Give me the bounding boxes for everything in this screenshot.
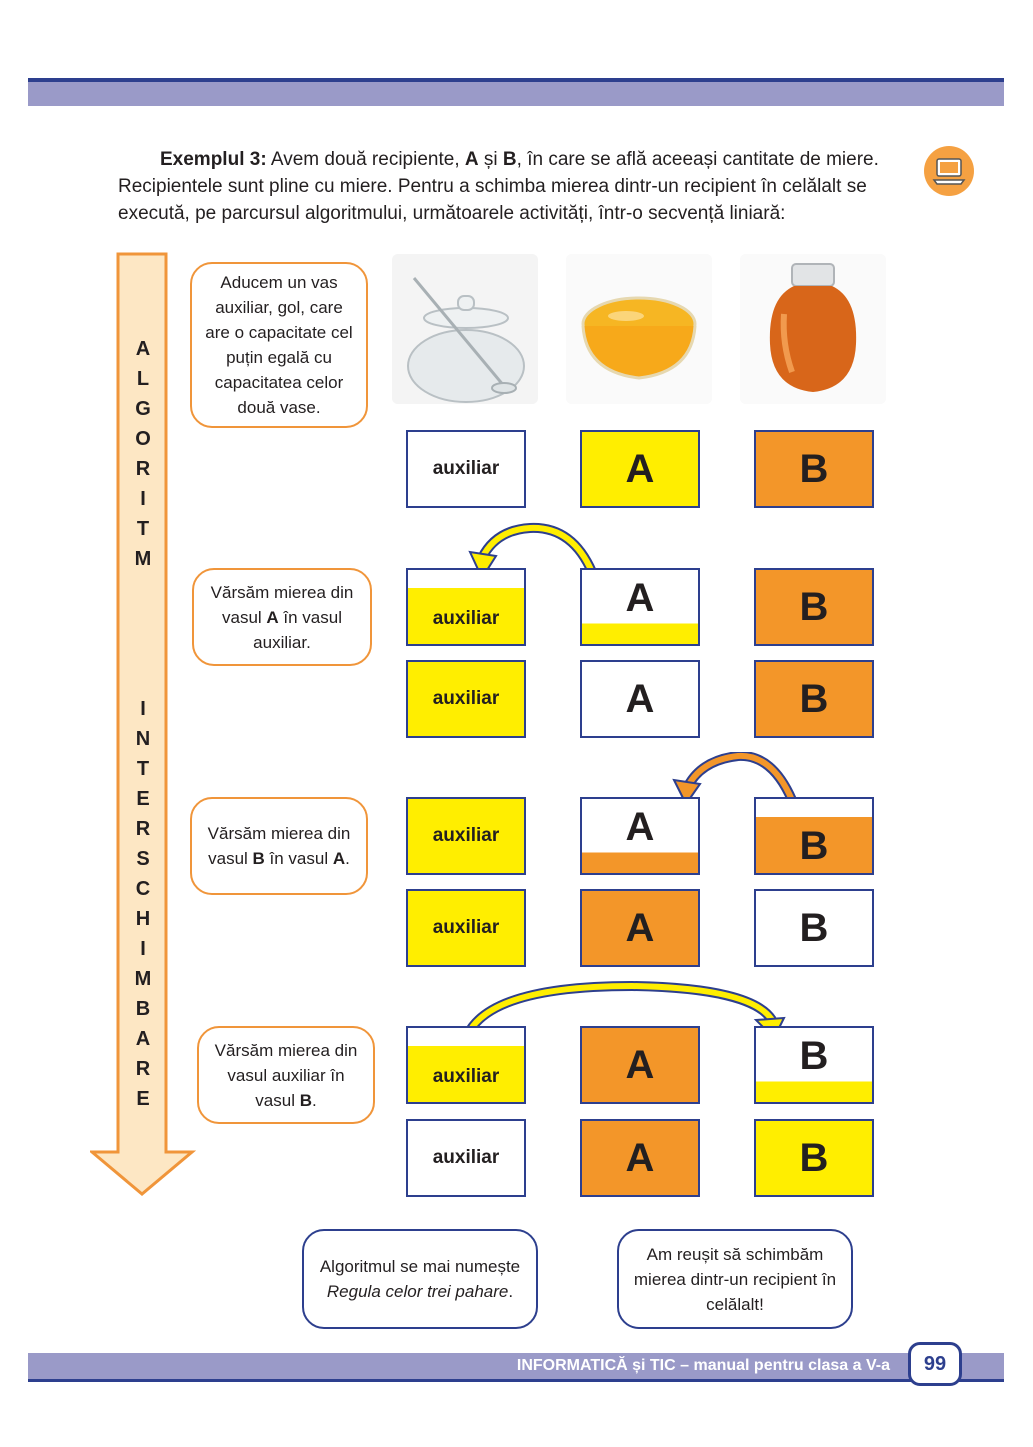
arrow-word-algoritm: A L G O R I T M [134, 338, 152, 570]
header-band [28, 78, 1004, 106]
rule-note: Algoritmul se mai numește Regula celor t… [302, 1229, 538, 1329]
pour-arrow-b-to-a [672, 752, 797, 806]
computer-icon [924, 146, 974, 196]
aux-vessel-5: auxiliar [406, 1026, 526, 1104]
example-label: Exemplul 3: [160, 149, 267, 170]
footer-band [28, 1353, 1004, 1382]
arrow-label: A L G O R I T M [118, 334, 168, 574]
vessel-a-3: A [580, 797, 700, 875]
arrow-word-interschimbare: I N T E R S C H I M B A R E [134, 698, 152, 1110]
aux-vessel-2: auxiliar [406, 660, 526, 738]
intro-paragraph: Exemplul 3: Avem două recipiente, A și B… [118, 149, 879, 224]
step-4-note: Vărsăm mierea din vasul auxiliar în vasu… [197, 1026, 375, 1124]
honey-jar-photo [740, 254, 886, 404]
vessel-b-3: B [754, 797, 874, 875]
algorithm-arrow [90, 252, 196, 1196]
footer-title: INFORMATICĂ și TIC – manual pentru clasa… [516, 1357, 890, 1374]
vessel-b-2: B [754, 660, 874, 738]
step-3-note: Vărsăm mierea din vasul B în vasul A. [190, 797, 368, 895]
empty-jar-photo [392, 254, 538, 404]
aux-vessel-1: auxiliar [406, 568, 526, 646]
pour-arrow-a-to-aux [468, 522, 597, 581]
step-2-note: Vărsăm mierea din vasul A în vasul auxil… [192, 568, 372, 666]
vessel-a-2: A [580, 660, 700, 738]
vessel-a-0: A [580, 430, 700, 508]
aux-vessel-6: auxiliar [406, 1119, 526, 1197]
vessel-b-1: B [754, 568, 874, 646]
aux-vessel-4: auxiliar [406, 889, 526, 967]
vessel-a-5: A [580, 1026, 700, 1104]
vessel-b-5: B [754, 1026, 874, 1104]
page-number: 99 [908, 1342, 962, 1386]
step-1-note: Aducem un vas auxiliar, gol, care are o … [190, 262, 368, 428]
honey-bowl-photo [566, 254, 712, 404]
vessel-a-4: A [580, 889, 700, 967]
aux-vessel-0: auxiliar [406, 430, 526, 508]
vessel-a-1: A [580, 568, 700, 646]
aux-vessel-3: auxiliar [406, 797, 526, 875]
arrow-label-2: I N T E R S C H I M B A R E [118, 694, 168, 1114]
vessel-a-6: A [580, 1119, 700, 1197]
vessel-b-6: B [754, 1119, 874, 1197]
vessel-b-0: B [754, 430, 874, 508]
result-note: Am reușit să schimbăm mierea dintr-un re… [617, 1229, 853, 1329]
vessel-b-4: B [754, 889, 874, 967]
